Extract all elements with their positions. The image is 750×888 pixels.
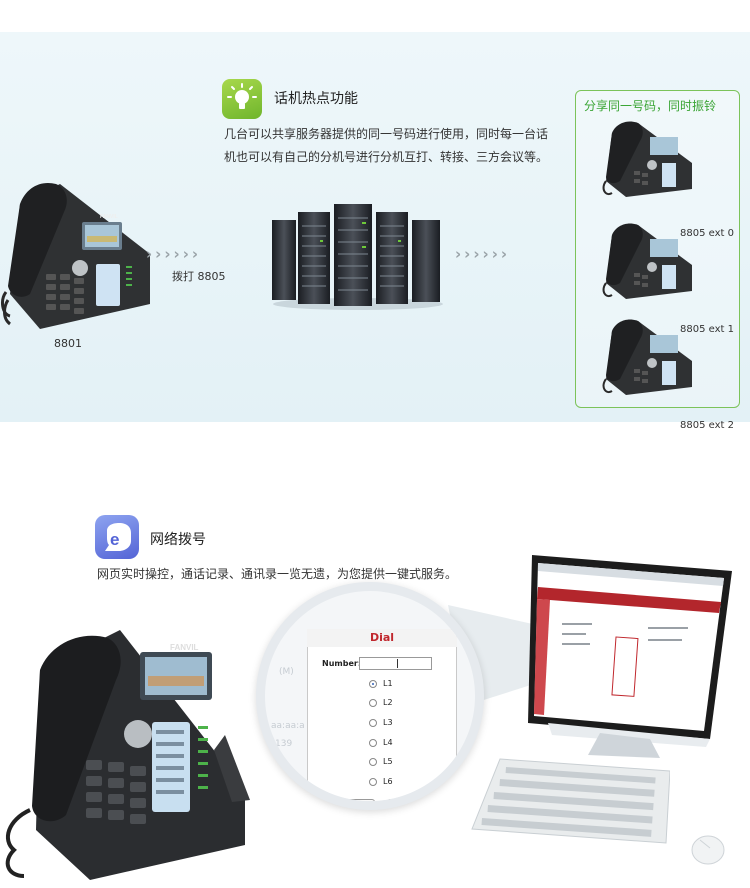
hotspot-description-line: 机也可以有自己的分机号进行分机互打、转接、三方会议等。 <box>224 150 549 164</box>
extension-label: 8805 ext 2 <box>680 420 734 431</box>
dial-label: 拨打 8805 <box>172 270 226 283</box>
main-phone-label: 8801 <box>54 337 82 350</box>
mouse-icon <box>691 835 725 865</box>
line-label: L1 <box>383 679 393 688</box>
extension-label: 8805 ext 0 <box>680 228 734 239</box>
radio-icon[interactable] <box>369 698 377 707</box>
browser-e-icon: e <box>95 515 139 559</box>
background-ghost-text: aa:aa:a <box>271 721 305 731</box>
line-option-l5[interactable]: L5 <box>369 757 393 766</box>
cancel-button[interactable]: Cancel <box>387 799 433 801</box>
radio-icon[interactable] <box>369 738 377 747</box>
line-option-l6[interactable]: L6 <box>369 777 393 786</box>
arrow-row-icon: ›››››› <box>455 245 511 263</box>
arrow-row-icon: ›››››› <box>146 245 202 263</box>
number-label: Number: <box>322 659 362 668</box>
number-input[interactable] <box>359 657 432 670</box>
line-label: L5 <box>383 757 393 766</box>
dial-dialog-title: Dial <box>307 629 457 647</box>
shared-group-title: 分享同一号码，同时振铃 <box>584 99 717 113</box>
line-label: L2 <box>383 698 393 707</box>
extension-label: 8805 ext 1 <box>680 324 734 335</box>
line-label: L3 <box>383 718 393 727</box>
web-dial-title: 网络拨号 <box>150 532 206 548</box>
line-option-l1[interactable]: L1 <box>369 679 393 688</box>
hotspot-description: 几台可以共享服务器提供的同一号码进行使用，同时每一台话 机也可以有自己的分机号进… <box>224 123 574 169</box>
background-ghost-text: 0 <box>275 755 281 765</box>
hotspot-title: 话机热点功能 <box>274 91 358 107</box>
zoom-lens: (M) aa:aa:a 139 0 Dial Number: L1 L2 L3 … <box>256 582 484 810</box>
desk-phone-ext2 <box>602 319 692 395</box>
desk-phone-large: FANVIL <box>5 630 250 880</box>
keyboard-icon <box>471 758 670 844</box>
background-ghost-text: 139 <box>275 739 293 749</box>
desk-phone-ext1 <box>602 223 692 299</box>
server-rack-icon <box>272 204 443 310</box>
monitor-web-ui <box>528 555 732 758</box>
shared-number-group: 分享同一号码，同时振铃 8805 ext 0 8805 ext 1 <box>575 90 740 431</box>
ok-button[interactable]: OK <box>329 799 375 801</box>
zoom-lens-content: (M) aa:aa:a 139 0 Dial Number: L1 L2 L3 … <box>265 591 475 801</box>
svg-text:FANVIL: FANVIL <box>100 214 118 220</box>
desk-phone-8801: FANVIL <box>1 182 150 329</box>
radio-icon[interactable] <box>369 718 377 727</box>
line-option-l2[interactable]: L2 <box>369 698 393 707</box>
line-option-l4[interactable]: L4 <box>369 738 393 747</box>
web-dial-description: 网页实时操控，通话记录、通讯录一览无遗，为您提供一键式服务。 <box>97 567 458 581</box>
radio-icon[interactable] <box>369 777 377 786</box>
text-caret <box>397 659 398 668</box>
svg-text:e: e <box>110 530 119 549</box>
radio-selected-icon[interactable] <box>369 679 377 688</box>
hotspot-section: 话机热点功能 几台可以共享服务器提供的同一号码进行使用，同时每一台话 机也可以有… <box>0 32 750 431</box>
hotspot-description-line: 几台可以共享服务器提供的同一号码进行使用，同时每一台话 <box>224 127 549 141</box>
line-label: L6 <box>383 777 393 786</box>
line-label: L4 <box>383 738 393 747</box>
background-ghost-text: (M) <box>279 667 294 677</box>
line-option-l3[interactable]: L3 <box>369 718 393 727</box>
lightbulb-icon <box>222 79 262 119</box>
desk-phone-ext0 <box>602 121 692 197</box>
radio-icon[interactable] <box>369 757 377 766</box>
svg-text:FANVIL: FANVIL <box>170 643 199 652</box>
